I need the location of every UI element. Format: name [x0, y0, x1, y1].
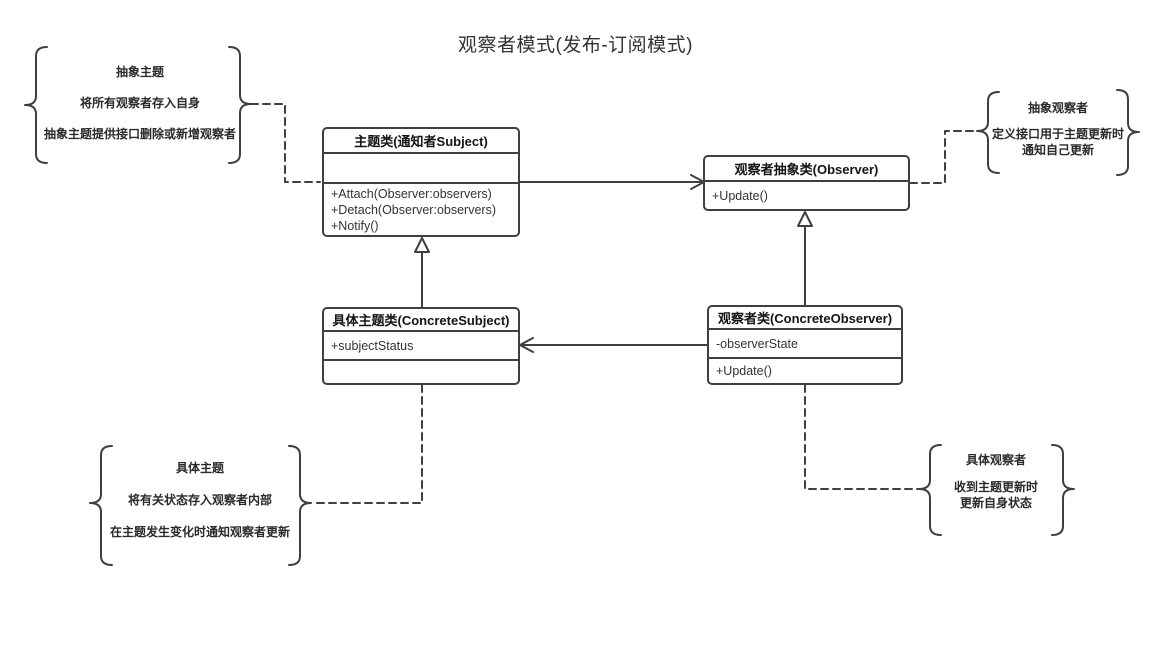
class-attributes-subject: [324, 154, 518, 184]
note-line: 更新自身状态: [959, 496, 1032, 510]
note-line: 将有关状态存入观察者内部: [127, 493, 272, 507]
class-box-concrete-observer[interactable]: 观察者类(ConcreteObserver) -observerState +U…: [707, 305, 903, 385]
class-box-subject[interactable]: 主题类(通知者Subject) +Attach(Observer:observe…: [322, 127, 520, 237]
note-link-concrete-observer: [804, 384, 919, 490]
note-line: 抽象观察者: [1027, 101, 1088, 115]
method-item: +Notify(): [331, 219, 379, 233]
class-attributes-concrete-observer: -observerState: [709, 330, 901, 359]
attribute-item: -observerState: [716, 336, 798, 351]
class-box-observer[interactable]: 观察者抽象类(Observer) +Update(): [703, 155, 910, 211]
diagram-title: 观察者模式(发布-订阅模式): [458, 35, 693, 56]
right-brace-icon: [1116, 89, 1140, 176]
right-brace-icon: [228, 46, 252, 164]
note-line: 收到主题更新时: [953, 480, 1038, 494]
class-methods-concrete-observer: +Update(): [709, 359, 901, 383]
method-item: +Update(): [716, 364, 772, 378]
class-title-concrete-observer: 观察者类(ConcreteObserver): [709, 307, 901, 330]
note-line: 定义接口用于主题更新时: [991, 127, 1124, 141]
note-line: 具体主题: [175, 461, 224, 475]
note-line: 在主题发生变化时通知观察者更新: [109, 525, 290, 539]
hollow-triangle-arrowhead-icon: [414, 237, 430, 253]
class-methods-observer: +Update(): [705, 182, 908, 209]
note-line: 抽象主题提供接口删除或新增观察者: [43, 127, 236, 141]
note-concrete-subject: 具体主题 将有关状态存入观察者内部 在主题发生变化时通知观察者更新: [100, 460, 300, 540]
attribute-item: +subjectStatus: [331, 338, 414, 353]
note-abstract-subject: 抽象主题 将所有观察者存入自身 抽象主题提供接口删除或新增观察者: [38, 64, 242, 142]
left-brace-icon: [918, 444, 942, 536]
left-brace-icon: [976, 91, 1000, 174]
note-concrete-observer: 具体观察者 收到主题更新时 更新自身状态: [925, 452, 1067, 511]
class-title-concrete-subject: 具体主题类(ConcreteSubject): [324, 309, 518, 332]
note-line: 具体观察者: [965, 453, 1026, 467]
note-line: 抽象主题: [115, 65, 164, 79]
class-attributes-concrete-subject: +subjectStatus: [324, 332, 518, 361]
note-line: 将所有观察者存入自身: [79, 96, 200, 110]
hollow-triangle-arrowhead-icon: [797, 211, 813, 227]
note-link-abstract-subject: [250, 103, 321, 183]
class-box-concrete-subject[interactable]: 具体主题类(ConcreteSubject) +subjectStatus: [322, 307, 520, 385]
method-item: +Update(): [712, 188, 768, 203]
class-methods-subject: +Attach(Observer:observers) +Detach(Obse…: [324, 184, 518, 236]
open-arrowhead-icon: [519, 337, 534, 353]
note-link-abstract-observer: [909, 130, 977, 184]
note-line: 通知自己更新: [1021, 143, 1094, 157]
left-brace-icon: [24, 46, 48, 164]
note-link-concrete-subject: [311, 384, 423, 504]
method-item: +Detach(Observer:observers): [331, 203, 496, 217]
note-abstract-observer: 抽象观察者 定义接口用于主题更新时 通知自己更新: [980, 100, 1136, 158]
left-brace-icon: [89, 445, 113, 566]
class-title-subject: 主题类(通知者Subject): [324, 129, 518, 154]
right-brace-icon: [1051, 444, 1075, 536]
method-item: +Attach(Observer:observers): [331, 187, 492, 201]
class-title-observer: 观察者抽象类(Observer): [705, 157, 908, 182]
class-methods-concrete-subject: [324, 361, 518, 383]
right-brace-icon: [288, 445, 312, 566]
